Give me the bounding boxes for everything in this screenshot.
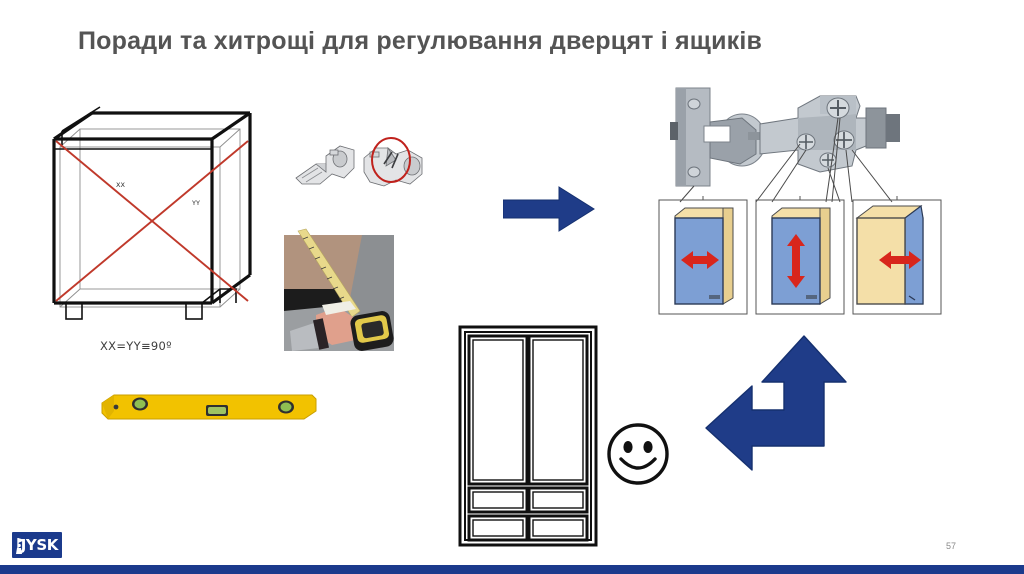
cabinet-squareness-diagram: XX YY [52,106,252,320]
smiley-eye-right [643,441,653,453]
door-adjust-panel-horizontal [658,199,748,315]
footer-bar [0,565,1024,574]
blue-right-arrow [503,186,595,232]
door-adjust-panel-vertical [755,199,845,315]
hinge-cup [703,113,767,167]
red-highlight-ellipse [371,137,411,183]
hinge-mounting-plate [670,87,711,187]
blue-bent-double-arrow [705,335,847,471]
wardrobe-outline [458,325,598,547]
smiley-mouth [619,457,657,470]
depth-arrow-icon [879,251,921,269]
hinge-part-left [295,145,355,185]
smiley-face [607,423,669,485]
door-adjustment-panels [658,196,942,315]
cabinet-squareness-caption: XX=YY≡90º [100,339,172,353]
horizontal-arrow-icon [681,251,719,269]
logo-text: JYSK [20,535,59,554]
diagonal-label-yy: YY [191,199,200,207]
callout-lines [679,117,893,203]
smiley-eye-left [623,441,633,453]
vertical-arrow-icon [787,234,805,288]
diagonal-label-xx: XX [116,181,125,189]
spirit-level-tool [101,394,317,420]
level-screw [113,404,119,410]
door-adjust-panel-depth [852,199,942,315]
tape-measure-case [350,311,394,351]
jysk-logo: JYSK [12,532,62,558]
flag-bearer-icon [16,538,25,554]
tape-measure-photo [276,219,394,351]
hinge-mechanism-detail [670,87,900,203]
page-title: Поради та хитрощі для регулювання дверця… [78,27,763,55]
hinge-parts-illustration [295,137,423,187]
page-number: 57 [945,541,956,551]
